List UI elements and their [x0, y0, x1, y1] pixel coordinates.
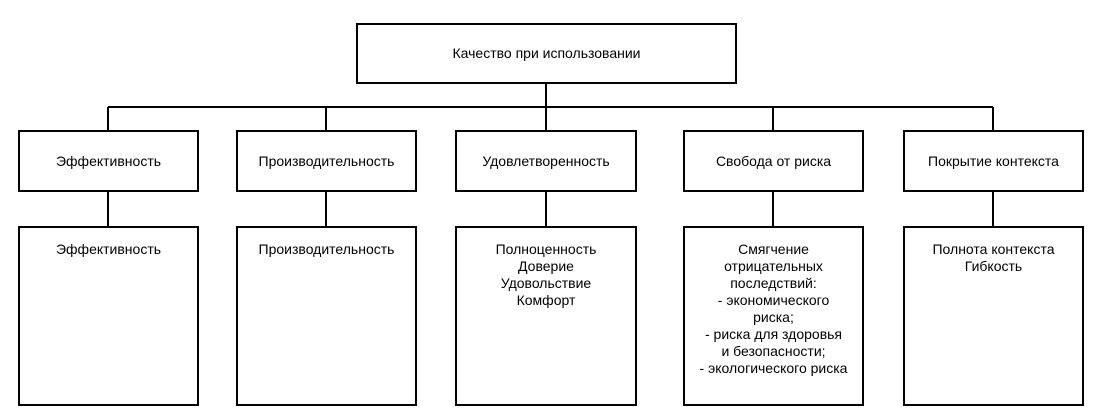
detail-line: Смягчение: [738, 241, 809, 257]
detail-node-satisfaction: Полноценность Доверие Удовольствие Комфо…: [455, 226, 637, 406]
category-node-efficiency: Производительность: [236, 130, 417, 192]
detail-line: отрицательных: [724, 258, 823, 274]
category-node-satisfaction: Удовлетворенность: [455, 130, 637, 192]
detail-line: - риска для здоровья: [704, 326, 843, 342]
detail-node-context-coverage: Полнота контекста Гибкость: [903, 226, 1084, 406]
detail-line: Доверие: [518, 258, 574, 274]
detail-node-effectiveness: Эффективность: [18, 226, 199, 406]
detail-line: - экономического: [717, 292, 830, 308]
category-label: Эффективность: [55, 152, 162, 169]
category-label: Производительность: [258, 152, 395, 169]
detail-node-freedom-from-risk: Смягчение отрицательных последствий: - э…: [683, 226, 864, 406]
category-node-context-coverage: Покрытие контекста: [903, 130, 1084, 192]
category-node-effectiveness: Эффективность: [18, 130, 199, 192]
detail-line: риска;: [753, 309, 794, 325]
detail-line: и безопасности;: [721, 343, 826, 359]
category-label: Свобода от риска: [715, 152, 832, 169]
detail-line: Производительность: [258, 241, 395, 257]
root-node: Качество при использовании: [356, 23, 737, 84]
detail-line: Комфорт: [516, 292, 576, 308]
detail-line: Гибкость: [964, 258, 1023, 274]
detail-line: - экологического риска: [699, 360, 848, 376]
detail-line: Полноценность: [495, 241, 597, 257]
detail-line: Удовольствие: [500, 275, 592, 291]
category-label: Покрытие контекста: [928, 152, 1059, 169]
detail-node-efficiency: Производительность: [236, 226, 417, 406]
category-node-freedom-from-risk: Свобода от риска: [683, 130, 864, 192]
detail-line: последствий:: [730, 275, 817, 291]
root-label: Качество при использовании: [452, 45, 641, 61]
category-label: Удовлетворенность: [482, 152, 610, 169]
detail-line: Эффективность: [55, 241, 162, 257]
detail-line: Полнота контекста: [932, 241, 1055, 257]
